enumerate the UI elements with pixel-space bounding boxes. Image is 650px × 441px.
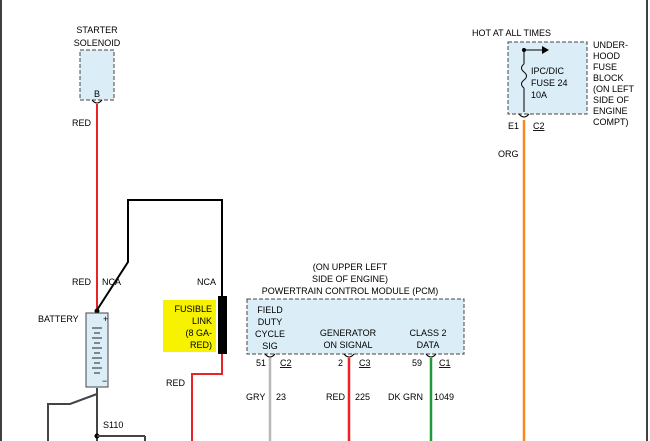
fuse-block-line3: FUSE bbox=[593, 62, 617, 72]
battery-label: BATTERY bbox=[38, 314, 79, 324]
fuse-block-box bbox=[507, 41, 588, 115]
fuse-terminal-connector: C2 bbox=[533, 121, 545, 131]
pcm-pin-51: 51 bbox=[256, 358, 266, 368]
wire-ground bbox=[47, 388, 98, 441]
wire-red-nca-label: RED bbox=[72, 277, 92, 287]
hot-at-all-times-label: HOT AT ALL TIMES bbox=[472, 28, 551, 38]
fuse-block-line2: HOOD bbox=[593, 51, 621, 61]
pcm-signal-field-line2: DUTY bbox=[258, 317, 283, 327]
fuse-block-line7: ENGINE bbox=[593, 106, 628, 116]
battery-cells bbox=[92, 327, 102, 374]
pcm-location-line1: (ON UPPER LEFT bbox=[313, 262, 388, 272]
starter-label-line2: SOLENOID bbox=[74, 38, 121, 48]
fuse-block-line5: (ON LEFT bbox=[593, 84, 635, 94]
pcm-signal-generator-line2: ON SIGNAL bbox=[323, 340, 372, 350]
fuse-feed-dot bbox=[522, 48, 526, 52]
wire-nca-left-label: NCA bbox=[102, 277, 121, 287]
fuse-terminal-contact bbox=[518, 113, 530, 118]
fuse-number: FUSE 24 bbox=[531, 78, 568, 88]
fuse-block-line8: COMPT) bbox=[593, 117, 629, 127]
wire-red-225-circuit: 225 bbox=[355, 392, 370, 402]
starter-terminal-b: B bbox=[94, 89, 100, 99]
fuse-name: IPC/DIC bbox=[531, 66, 565, 76]
fuse-terminal-pin: E1 bbox=[508, 121, 519, 131]
starter-terminal-contact bbox=[91, 99, 103, 104]
pcm-signal-field-line1: FIELD bbox=[257, 305, 283, 315]
fusible-link-body bbox=[218, 296, 227, 354]
fusible-link-line3: (8 GA- bbox=[185, 328, 212, 338]
pcm-connector-c2: C2 bbox=[280, 358, 292, 368]
wire-red-fusible bbox=[191, 354, 223, 441]
wire-black-nca bbox=[96, 199, 223, 311]
wire-green-circuit: 1049 bbox=[434, 392, 454, 402]
battery-body bbox=[85, 312, 109, 388]
pcm-title: POWERTRAIN CONTROL MODULE (PCM) bbox=[262, 286, 439, 296]
pcm-signal-field-line3: CYCLE bbox=[255, 329, 285, 339]
fusible-link-line1: FUSIBLE bbox=[174, 304, 212, 314]
fusible-link-line4: RED) bbox=[190, 340, 212, 350]
fuse-block-line6: SIDE OF bbox=[593, 95, 630, 105]
pcm-signal-field-line4: SIG bbox=[262, 341, 278, 351]
wire-gray-circuit: 23 bbox=[276, 392, 286, 402]
wire-nca-right-label: NCA bbox=[197, 277, 216, 287]
fuse-element-icon bbox=[521, 63, 527, 89]
pcm-pin-51-contact bbox=[264, 353, 276, 358]
battery-minus: − bbox=[102, 376, 107, 386]
wire-gray-color: GRY bbox=[246, 392, 265, 402]
pcm-connector-c1: C1 bbox=[439, 358, 451, 368]
wire-red-225-color: RED bbox=[326, 392, 346, 402]
pcm-signal-class2-line1: CLASS 2 bbox=[409, 328, 446, 338]
fuse-feed-arrowhead bbox=[542, 46, 549, 54]
fuse-block-line4: BLOCK bbox=[593, 73, 624, 83]
pcm-location-line2: SIDE OF ENGINE) bbox=[312, 274, 388, 284]
splice-label: S110 bbox=[103, 420, 123, 430]
pcm-signal-generator-line1: GENERATOR bbox=[320, 328, 377, 338]
fusible-link-line2: LINK bbox=[192, 316, 212, 326]
pcm-pin-2: 2 bbox=[338, 358, 343, 368]
pcm-pin-59-contact bbox=[425, 353, 437, 358]
fusible-link-highlight bbox=[163, 300, 216, 352]
fuse-rating: 10A bbox=[531, 90, 547, 100]
wire-orange-label: ORG bbox=[498, 149, 519, 159]
pcm-box bbox=[246, 298, 465, 355]
fuse-block-line1: UNDER- bbox=[593, 40, 628, 50]
starter-solenoid-box bbox=[79, 49, 115, 101]
pcm-pin-2-contact bbox=[343, 353, 355, 358]
pcm-signal-class2-line2: DATA bbox=[417, 340, 440, 350]
wire-red-starter-label: RED bbox=[72, 118, 92, 128]
battery-junction-dot bbox=[94, 308, 100, 314]
pcm-connector-c3: C3 bbox=[359, 358, 371, 368]
battery-plus: + bbox=[103, 314, 108, 324]
wire-red-fusible-label: RED bbox=[166, 378, 186, 388]
starter-label-line1: STARTER bbox=[76, 25, 118, 35]
pcm-pin-59: 59 bbox=[412, 358, 422, 368]
wire-green-color: DK GRN bbox=[388, 392, 423, 402]
